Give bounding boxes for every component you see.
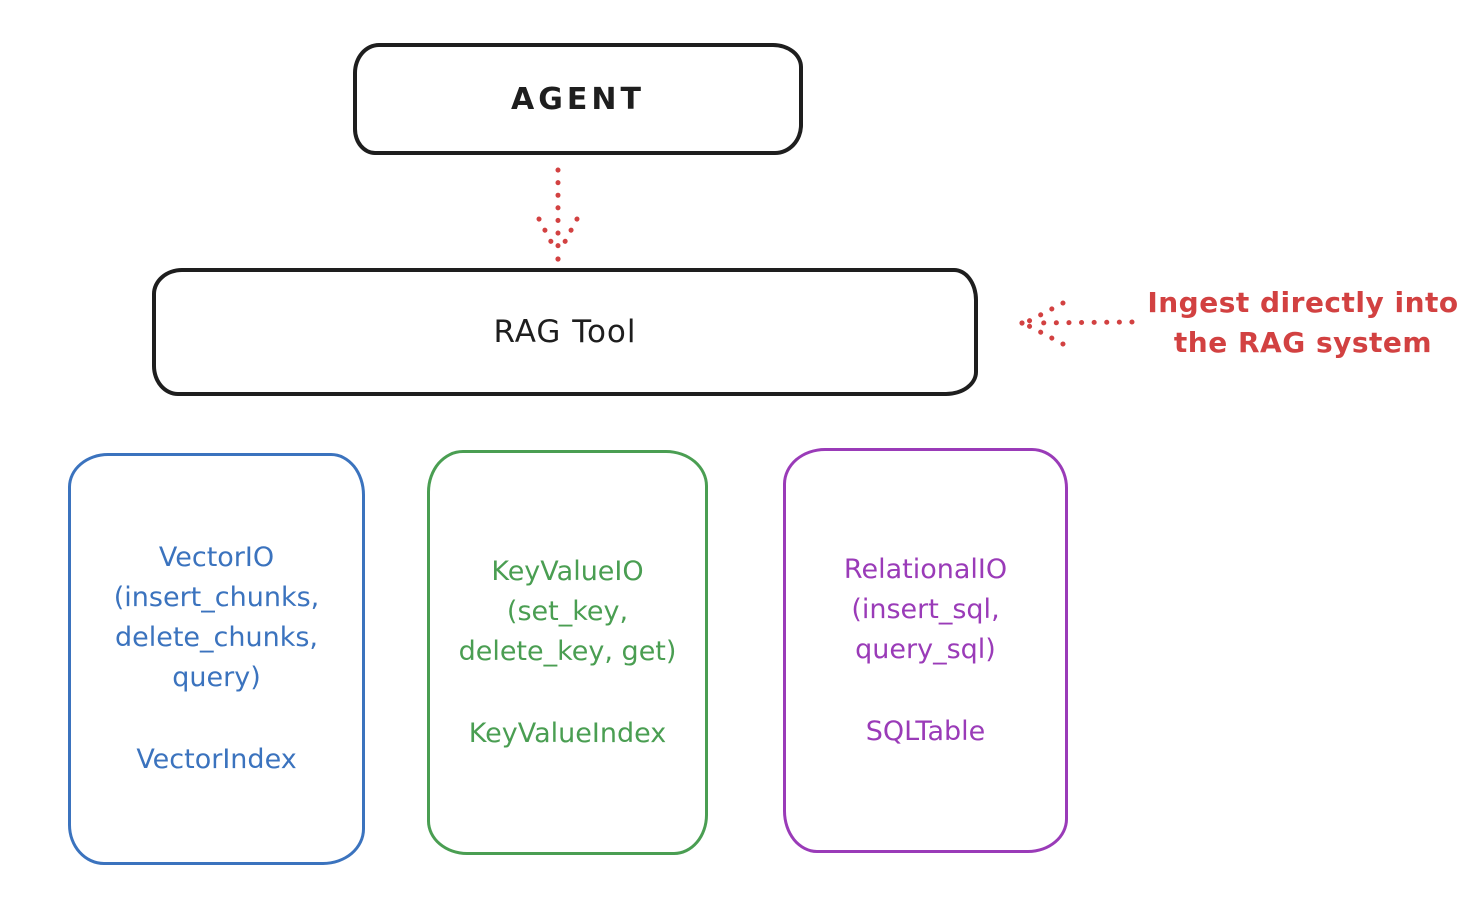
dotted-left-arrow-icon bbox=[1019, 300, 1135, 347]
vector-io-index: VectorIndex bbox=[136, 744, 297, 775]
rag-tool-node: RAG Tool bbox=[152, 268, 978, 396]
arrow-head-left bbox=[536, 216, 559, 254]
arrow-tip-dot bbox=[1019, 320, 1025, 326]
key-value-io-node: KeyValueIO (set_key, delete_key, get) Ke… bbox=[427, 450, 708, 855]
ingest-annotation: Ingest directly into the RAG system bbox=[1147, 286, 1459, 359]
agent-node: AGENT bbox=[353, 43, 803, 155]
key-value-io-title: KeyValueIO (set_key, delete_key, get) bbox=[458, 555, 677, 667]
relational-io-node: RelationalIO (insert_sql, query_sql) SQL… bbox=[783, 448, 1068, 853]
vector-io-node: VectorIO (insert_chunks, delete_chunks, … bbox=[68, 453, 365, 865]
agent-label: AGENT bbox=[511, 81, 645, 117]
arrow-tip-dot bbox=[555, 256, 561, 262]
relational-io-title: RelationalIO (insert_sql, query_sql) bbox=[843, 553, 1008, 665]
arrow-head-lower bbox=[1026, 323, 1066, 347]
relational-io-index: SQLTable bbox=[865, 715, 986, 747]
arrow-head-right bbox=[557, 216, 580, 254]
rag-tool-label: RAG Tool bbox=[493, 314, 637, 350]
arrow-head-upper bbox=[1026, 300, 1066, 324]
key-value-io-index: KeyValueIndex bbox=[468, 717, 667, 749]
dotted-down-arrow-icon bbox=[536, 167, 580, 262]
vector-io-title: VectorIO (insert_chunks, delete_chunks, … bbox=[113, 542, 320, 693]
arrow-shaft bbox=[1033, 319, 1135, 326]
